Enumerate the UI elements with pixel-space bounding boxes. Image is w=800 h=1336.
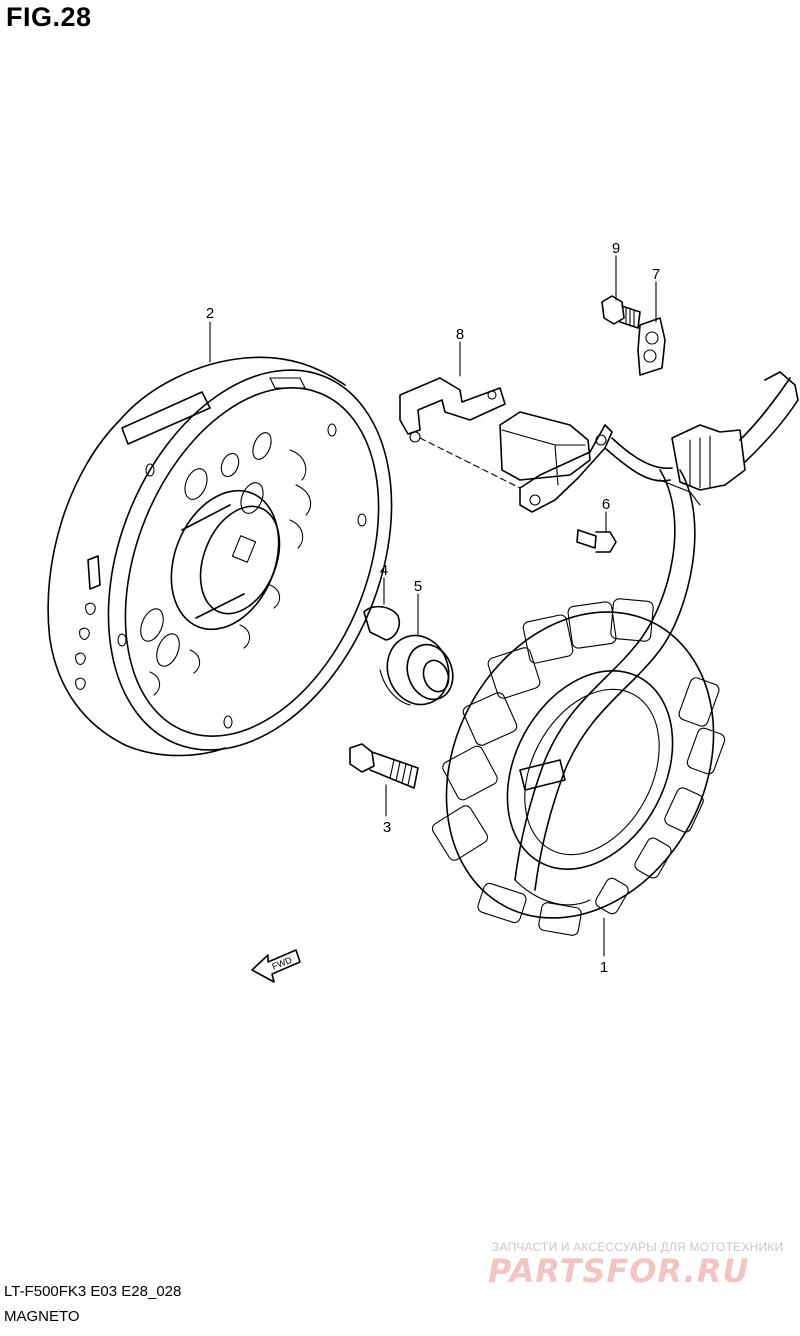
bracket-drawing: [399, 377, 673, 513]
small-parts-top: [601, 295, 666, 376]
callout-8: 8: [456, 326, 464, 343]
stator-drawing: [431, 371, 799, 936]
callout-4: 4: [380, 562, 388, 579]
callout-1: 1: [600, 959, 608, 976]
watermark-tagline: ЗАПЧАСТИ И АКСЕССУАРЫ ДЛЯ МОТОТЕХНИКИ: [492, 1240, 784, 1254]
bolt-6-drawing: [576, 529, 617, 553]
figure-title: FIG.28: [6, 2, 92, 32]
callout-6: 6: [602, 496, 610, 513]
section-name: MAGNETO: [4, 1308, 80, 1325]
fwd-direction-arrow: FWD: [251, 949, 301, 983]
bolt-3-drawing: [349, 743, 419, 789]
callout-5: 5: [414, 578, 422, 595]
callout-9: 9: [612, 240, 620, 257]
rotor-drawing: [47, 356, 393, 757]
callout-7: 7: [652, 266, 660, 283]
callout-3: 3: [383, 819, 391, 836]
watermark-logo: PARTSFOR.RU: [488, 1252, 750, 1290]
leader-lines: [209, 255, 657, 957]
key-and-nut-drawing: [363, 605, 454, 706]
model-code: LT-F500FK3 E03 E28_028: [4, 1283, 182, 1300]
callout-2: 2: [206, 305, 214, 322]
